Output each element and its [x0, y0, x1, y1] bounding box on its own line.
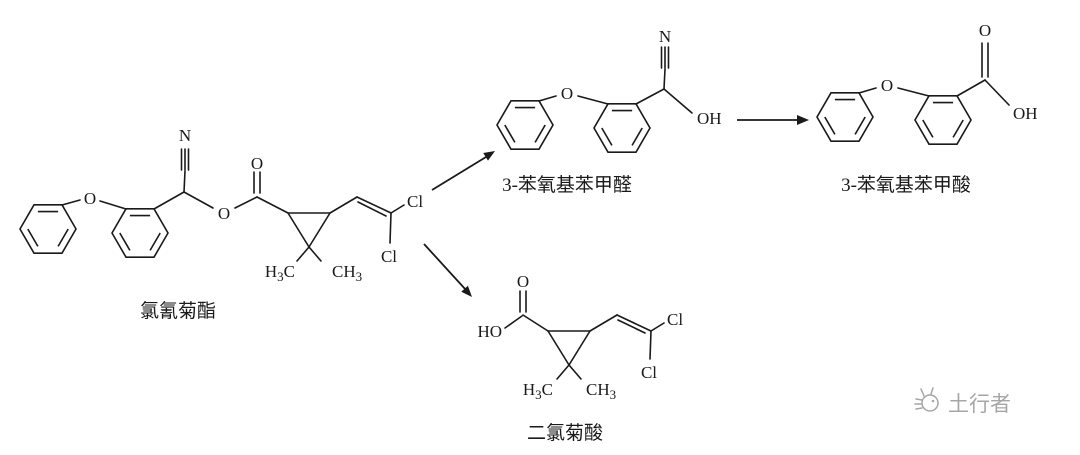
bond — [858, 87, 877, 94]
atom-label-o-ester: O — [218, 204, 230, 223]
benzene-ring — [593, 103, 651, 153]
bond — [522, 314, 549, 332]
structure-dichlorochrysanthemic-acid: HO O H3C CH3 Cl Cl 二氯菊酸 — [477, 272, 683, 444]
structure-cypermethrin: O N O O H3C CH3 — [19, 126, 423, 322]
bond — [329, 196, 358, 214]
reaction-arrow-up — [431, 151, 495, 191]
benzene-ring — [816, 92, 874, 142]
bond — [649, 330, 652, 360]
bond — [538, 95, 557, 102]
atom-label-cl-bottom: Cl — [641, 363, 657, 382]
cyclopropane-ring — [547, 330, 591, 366]
atom-label-oh: OH — [697, 109, 722, 128]
bond — [308, 246, 322, 262]
bond — [99, 200, 127, 210]
benzene-ring — [496, 100, 554, 150]
atom-label-cl-top: Cl — [407, 192, 423, 211]
bond — [389, 212, 392, 244]
bond — [589, 314, 618, 332]
watermark: 土行者 — [914, 387, 1011, 416]
bond — [256, 196, 289, 214]
watermark-text: 土行者 — [948, 393, 1011, 416]
bond — [897, 87, 930, 97]
compound-label-phenoxybenzoic-acid: 3-苯氧基苯甲酸 — [841, 174, 971, 196]
double-bond-carbonyl — [253, 171, 261, 194]
double-bond-vinyl — [616, 314, 652, 334]
compound-label-phenoxybenzaldehyde: 3-苯氧基苯甲醛 — [502, 174, 632, 196]
atom-label-h3c: H3C — [523, 380, 553, 402]
double-bond-carbonyl — [981, 42, 989, 78]
atom-label-o-ether: O — [561, 84, 573, 103]
atom-label-n: N — [179, 126, 191, 145]
bond — [153, 191, 185, 210]
atom-label-cl-bottom: Cl — [381, 247, 397, 266]
bond — [956, 79, 986, 97]
bond — [504, 315, 523, 329]
structure-phenoxybenzaldehyde: O N OH 3-苯氧基苯甲醛 — [496, 27, 722, 196]
bond — [663, 68, 666, 90]
reaction-arrow-right — [737, 115, 809, 125]
bond — [183, 170, 186, 193]
bond — [635, 88, 665, 105]
benzene-ring — [19, 204, 77, 254]
atom-label-ch3: CH3 — [332, 262, 362, 284]
watermark-logo-icon — [914, 387, 939, 412]
bond — [650, 322, 665, 332]
bond — [577, 95, 609, 105]
atom-label-h3c: H3C — [265, 262, 295, 284]
atom-label-o-carbonyl: O — [517, 272, 529, 291]
atom-label-o-ether: O — [881, 76, 893, 95]
atom-label-n: N — [659, 27, 671, 46]
bond — [984, 79, 1010, 106]
triple-bond-nitrile — [660, 46, 670, 69]
bond — [568, 364, 582, 380]
bond — [183, 191, 214, 209]
bond — [390, 204, 405, 214]
reaction-arrow-down — [423, 243, 472, 297]
bond — [296, 246, 310, 262]
structure-phenoxybenzoic-acid: O O OH 3-苯氧基苯甲酸 — [816, 21, 1038, 196]
atom-label-cl-top: Cl — [667, 310, 683, 329]
bond — [234, 196, 258, 209]
bond — [663, 88, 693, 114]
bond — [556, 364, 570, 380]
atom-label-o-ether: O — [84, 189, 96, 208]
benzene-ring — [111, 208, 169, 259]
atom-label-ch3: CH3 — [586, 380, 616, 402]
triple-bond-nitrile — [180, 148, 190, 171]
compound-label-cypermethrin: 氯氰菊酯 — [140, 300, 216, 322]
atom-label-o-carbonyl: O — [251, 154, 263, 173]
bond — [61, 199, 81, 206]
benzene-ring — [914, 95, 972, 145]
atom-label-ho: HO — [477, 322, 502, 341]
compound-label-dichlorochrysanthemic-acid: 二氯菊酸 — [527, 422, 603, 444]
cyclopropane-ring — [287, 212, 331, 248]
atom-label-oh: OH — [1013, 104, 1038, 123]
atom-label-o-carbonyl: O — [979, 21, 991, 40]
double-bond-carbonyl — [519, 290, 527, 313]
double-bond-vinyl — [356, 196, 392, 217]
